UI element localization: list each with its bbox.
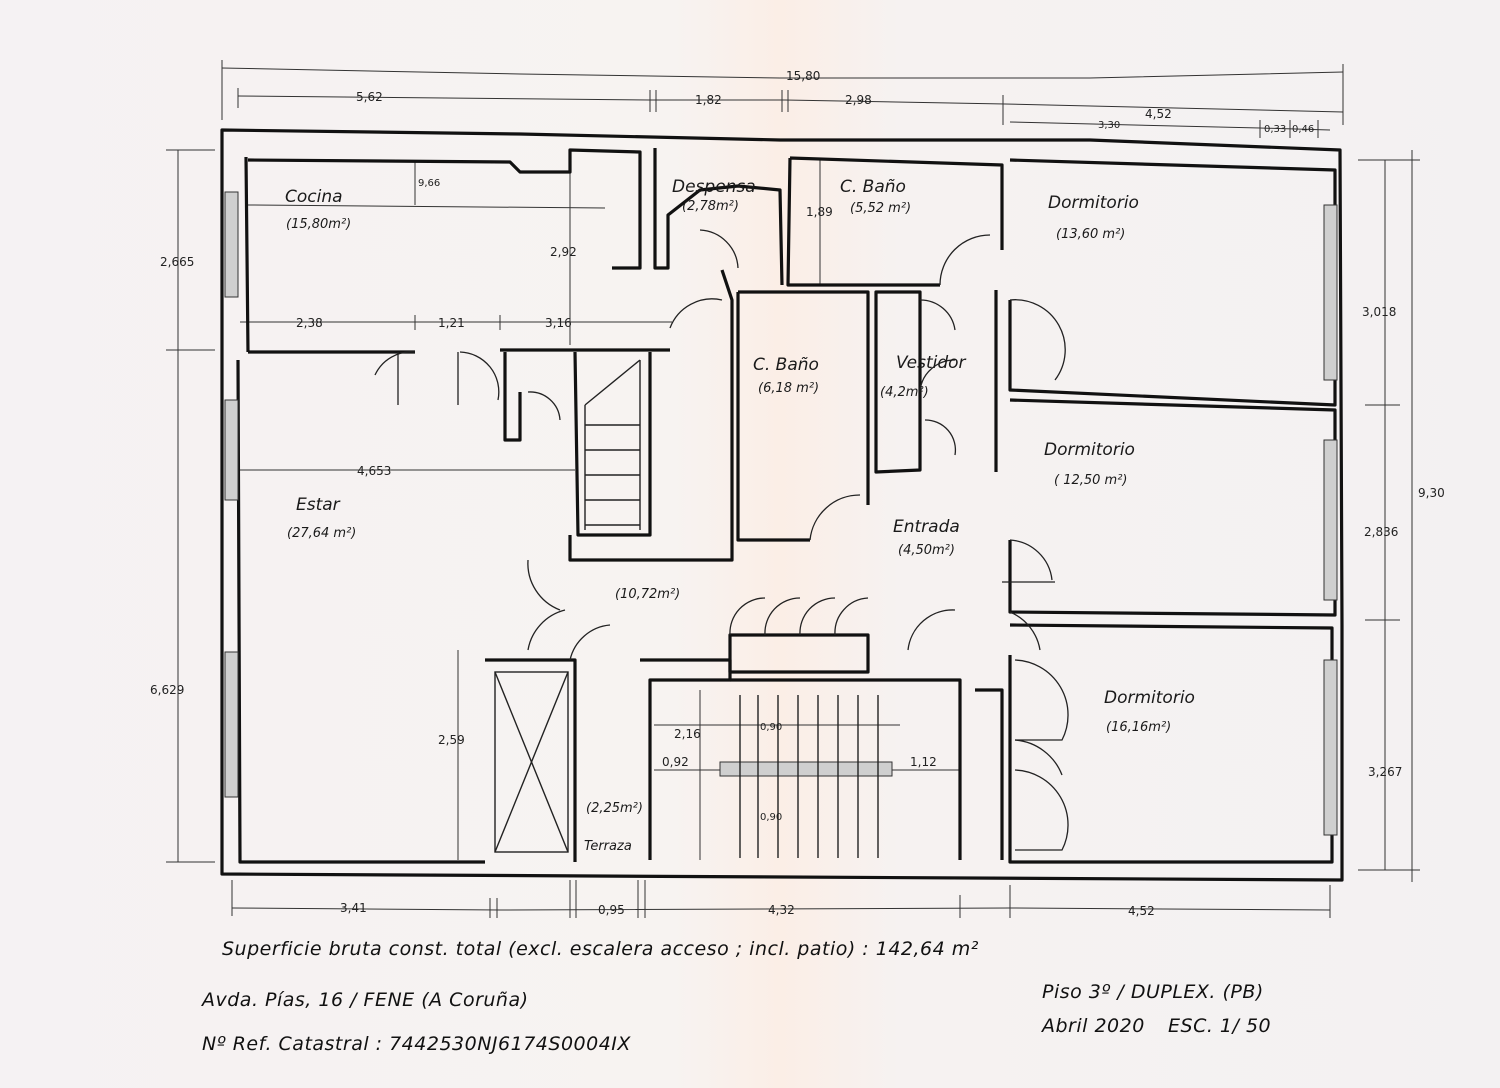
dim-right-1: 3,018 <box>1362 305 1396 319</box>
dim-estar-h: 2,59 <box>438 733 465 747</box>
room-dorm3-area: (16,16m²) <box>1106 720 1171 735</box>
caption-cadastral-ref: Nº Ref. Catastral : 7442530NJ6174S0004IX <box>202 1033 631 1055</box>
dim-top-1: 5,62 <box>356 90 383 104</box>
room-bano2-name: C. Baño <box>753 355 819 375</box>
dim-bottom-3: 4,32 <box>768 903 795 917</box>
dim-stair-5: 0,90 <box>760 812 782 823</box>
room-labels: Cocina (15,80m²) Despensa (2,78m²) C. Ba… <box>285 177 1195 854</box>
room-cocina-area: (15,80m²) <box>286 217 351 232</box>
room-cocina-name: Cocina <box>285 187 343 207</box>
dim-mid-1: 2,38 <box>296 316 323 330</box>
dim-bottom-1: 3,41 <box>340 901 367 915</box>
dimension-lines <box>166 60 1420 918</box>
room-bano2-area: (6,18 m²) <box>758 381 819 396</box>
doors <box>374 229 1069 851</box>
room-despensa-area: (2,78m²) <box>682 199 739 214</box>
captions: Superficie bruta const. total (excl. esc… <box>200 938 1271 1055</box>
room-dorm3-name: Dormitorio <box>1104 688 1195 708</box>
room-bano1-area: (5,52 m²) <box>850 201 911 216</box>
caption-address: Avda. Pías, 16 / FENE (A Coruña) <box>200 989 529 1011</box>
room-bano1-name: C. Baño <box>840 177 906 197</box>
room-estar-area: (27,64 m²) <box>287 526 356 541</box>
dim-stair-2: 0,92 <box>662 755 689 769</box>
caption-scale: ESC. 1/ 50 <box>1168 1015 1271 1037</box>
dim-mid-2: 1,21 <box>438 316 465 330</box>
dim-left-2: 6,629 <box>150 683 184 697</box>
dim-bottom-4: 4,52 <box>1128 904 1155 918</box>
room-terraza-name: Terraza <box>584 839 632 854</box>
dim-right-2: 2,836 <box>1364 525 1398 539</box>
dim-bano-h: 1,89 <box>806 205 833 219</box>
dim-kitchen-h: 2,92 <box>550 245 577 259</box>
dimension-labels: 15,80 5,62 1,82 2,98 4,52 3,30 0,33 0,46… <box>150 69 1445 918</box>
dim-top-7: 0,46 <box>1292 124 1314 135</box>
dim-kitchen-w: 9,66 <box>418 178 440 189</box>
dim-mid-3: 3,16 <box>545 316 572 330</box>
room-entrada-area: (4,50m²) <box>898 543 955 558</box>
room-terraza-area: (2,25m²) <box>586 801 643 816</box>
room-vestidor-area: (4,2m²) <box>880 385 929 400</box>
caption-surface: Superficie bruta const. total (excl. esc… <box>222 938 979 960</box>
caption-date: Abril 2020 <box>1040 1015 1145 1037</box>
dim-stair-4: 0,90 <box>760 722 782 733</box>
room-pasillo-area: (10,72m²) <box>615 587 680 602</box>
room-estar-name: Estar <box>296 495 341 515</box>
windows <box>224 191 1338 836</box>
dim-estar-w: 4,653 <box>357 464 391 478</box>
dim-stair-1: 2,16 <box>674 727 701 741</box>
dim-top-4: 4,52 <box>1145 107 1172 121</box>
dim-right-total: 9,30 <box>1418 486 1445 500</box>
walls <box>220 128 1344 882</box>
dim-top-5: 3,30 <box>1098 120 1120 131</box>
dim-left-1: 2,665 <box>160 255 194 269</box>
room-dorm2-area: ( 12,50 m²) <box>1054 473 1128 488</box>
room-dorm2-name: Dormitorio <box>1044 440 1135 460</box>
dim-top-6: 0,33 <box>1264 124 1286 135</box>
room-vestidor-name: Vestidor <box>896 353 967 373</box>
dim-top-total: 15,80 <box>786 69 820 83</box>
dim-top-3: 2,98 <box>845 93 872 107</box>
room-dorm1-area: (13,60 m²) <box>1056 227 1125 242</box>
room-entrada-name: Entrada <box>893 517 960 537</box>
dim-top-2: 1,82 <box>695 93 722 107</box>
dim-stair-3: 1,12 <box>910 755 937 769</box>
room-dorm1-name: Dormitorio <box>1048 193 1139 213</box>
stairs <box>494 359 879 858</box>
dim-bottom-2: 0,95 <box>598 903 625 917</box>
caption-flat: Piso 3º / DUPLEX. (PB) <box>1042 981 1264 1003</box>
room-despensa-name: Despensa <box>672 177 756 197</box>
dim-right-3: 3,267 <box>1368 765 1402 779</box>
